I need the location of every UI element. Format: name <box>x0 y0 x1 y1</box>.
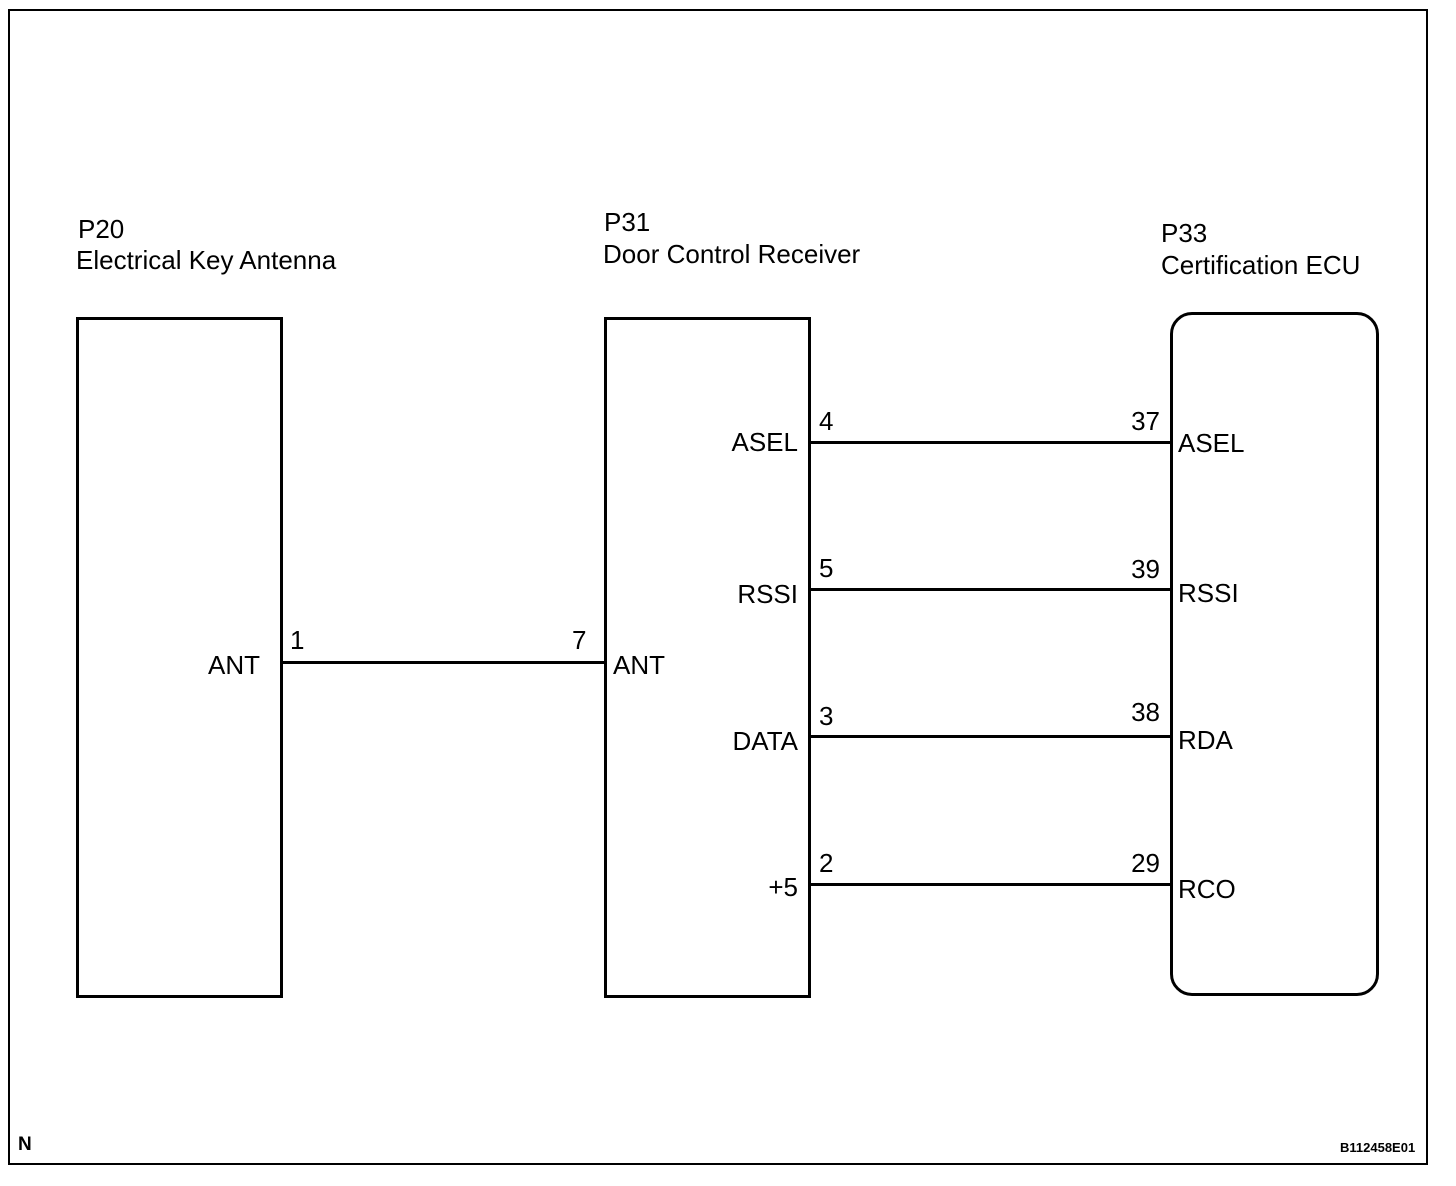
p33-asel-label: ASEL <box>1178 428 1245 458</box>
p31-ant-number: 7 <box>572 625 587 655</box>
p31-asel-number: 4 <box>819 406 834 436</box>
p31-data-label: DATA <box>732 726 798 756</box>
p31-5v-label: +5 <box>768 872 798 902</box>
diagram-frame <box>8 9 1428 1165</box>
p33-rssi-label: RSSI <box>1178 578 1239 608</box>
p31-data-number: 3 <box>819 701 834 731</box>
corner-mark: N <box>18 1134 32 1155</box>
p33-rco-number: 29 <box>1131 848 1160 878</box>
p31-name: Door Control Receiver <box>603 239 861 269</box>
p20-code: P20 <box>78 214 125 244</box>
p33-rco-label: RCO <box>1178 874 1236 904</box>
p33-rda-label: RDA <box>1178 725 1233 755</box>
p20-name: Electrical Key Antenna <box>76 245 337 275</box>
p31-code: P31 <box>604 207 651 237</box>
figure-id: B112458E01 <box>1340 1140 1416 1155</box>
p31-5v-number: 2 <box>819 848 834 878</box>
p33-code: P33 <box>1161 218 1208 248</box>
wire-5v <box>811 883 1170 886</box>
p33-asel-number: 37 <box>1131 406 1160 436</box>
p31-ant-label: ANT <box>613 650 665 680</box>
p33-rssi-number: 39 <box>1131 554 1160 584</box>
wire-data <box>811 735 1170 738</box>
wire-asel <box>811 441 1170 444</box>
p31-rssi-number: 5 <box>819 553 834 583</box>
p33-box <box>1170 312 1379 996</box>
p20-pin-number: 1 <box>290 625 305 655</box>
p31-rssi-label: RSSI <box>737 579 798 609</box>
p20-pin-label: ANT <box>208 650 260 680</box>
wire-rssi <box>811 588 1170 591</box>
wire-ant <box>283 661 604 664</box>
p31-asel-label: ASEL <box>731 427 799 457</box>
p20-box <box>76 317 283 998</box>
p33-name: Certification ECU <box>1161 250 1361 280</box>
p33-rda-number: 38 <box>1131 697 1160 727</box>
p31-box <box>604 317 811 998</box>
